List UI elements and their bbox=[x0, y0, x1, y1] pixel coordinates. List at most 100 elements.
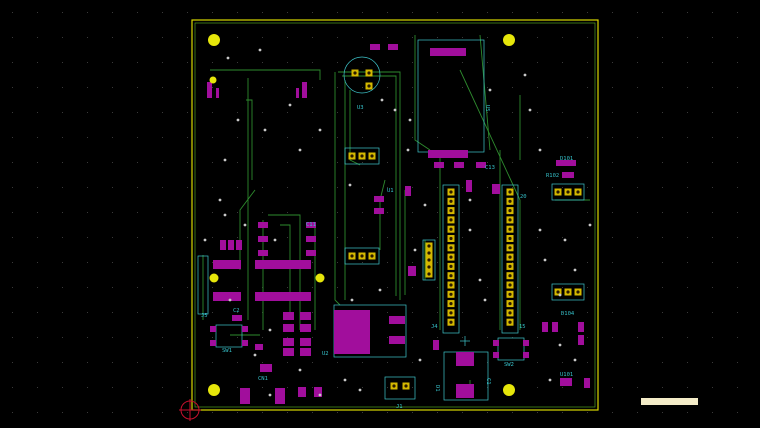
svg-text:U3: U3 bbox=[357, 105, 364, 111]
via bbox=[350, 298, 354, 302]
svg-text:C2: C2 bbox=[233, 308, 240, 314]
origin-marker-icon bbox=[179, 399, 201, 421]
svg-text:C1: C1 bbox=[485, 378, 491, 385]
tht-drill bbox=[404, 384, 408, 388]
tht-drill bbox=[508, 274, 512, 278]
tht-drill bbox=[360, 254, 364, 258]
via bbox=[543, 258, 547, 262]
via bbox=[380, 98, 384, 102]
via bbox=[318, 393, 322, 397]
via bbox=[288, 103, 292, 107]
tht-drill bbox=[566, 290, 570, 294]
tht-drill bbox=[350, 254, 354, 258]
via bbox=[573, 358, 577, 362]
via bbox=[573, 268, 577, 272]
tht-drill bbox=[576, 190, 580, 194]
via bbox=[243, 223, 247, 227]
svg-text:D101: D101 bbox=[560, 156, 573, 162]
via bbox=[558, 293, 562, 297]
tht-drill bbox=[370, 254, 374, 258]
vias bbox=[203, 48, 592, 397]
svg-text:U2: U2 bbox=[322, 351, 329, 357]
tht-drill bbox=[427, 251, 431, 255]
tht-drill bbox=[449, 246, 453, 250]
svg-text:D104: D104 bbox=[561, 311, 575, 317]
tht-drill bbox=[449, 320, 453, 324]
via bbox=[298, 368, 302, 372]
via bbox=[488, 88, 492, 92]
tht-drill bbox=[427, 272, 431, 276]
svg-text:15: 15 bbox=[519, 324, 526, 330]
via bbox=[343, 378, 347, 382]
via bbox=[418, 358, 422, 362]
tht-drill bbox=[449, 302, 453, 306]
svg-text:U5: U5 bbox=[484, 105, 490, 112]
via bbox=[413, 248, 417, 252]
tht-drill bbox=[427, 265, 431, 269]
via bbox=[253, 353, 257, 357]
tht-drill bbox=[508, 190, 512, 194]
svg-text:U1: U1 bbox=[387, 188, 394, 194]
via bbox=[223, 213, 227, 217]
tht-drill bbox=[367, 84, 371, 88]
via bbox=[228, 298, 232, 302]
tht-drill bbox=[449, 227, 453, 231]
tht-drill bbox=[508, 236, 512, 241]
svg-text:C11: C11 bbox=[306, 222, 316, 228]
tht-drill bbox=[449, 236, 453, 241]
tht-drill bbox=[449, 209, 453, 213]
board-outline-inner bbox=[194, 22, 596, 408]
scale-bar bbox=[641, 398, 698, 405]
board-outline bbox=[191, 19, 599, 411]
tht-drill bbox=[508, 311, 512, 315]
svg-text:SW1: SW1 bbox=[222, 348, 232, 354]
svg-text:U101: U101 bbox=[560, 372, 573, 378]
tht-drill bbox=[427, 244, 431, 248]
via bbox=[408, 118, 412, 122]
via bbox=[203, 238, 207, 242]
tht-drill bbox=[449, 255, 453, 259]
via bbox=[218, 198, 222, 202]
via bbox=[558, 343, 562, 347]
tht-drill bbox=[508, 283, 512, 287]
tht-drill bbox=[449, 274, 453, 278]
tht-drill bbox=[508, 302, 512, 306]
svg-text:R102: R102 bbox=[546, 173, 559, 179]
via bbox=[523, 73, 527, 77]
tht-drill bbox=[508, 218, 512, 222]
tht-drill bbox=[392, 384, 396, 388]
via bbox=[298, 148, 302, 152]
tht-drill bbox=[449, 283, 453, 287]
smd-pads bbox=[207, 44, 590, 404]
via bbox=[468, 228, 472, 232]
tht-drill bbox=[556, 190, 560, 194]
svg-text:20: 20 bbox=[520, 194, 527, 200]
tht-drill bbox=[508, 199, 512, 203]
tht-drill bbox=[566, 190, 570, 194]
via bbox=[478, 278, 482, 282]
via bbox=[468, 198, 472, 202]
tht-drill bbox=[353, 71, 357, 75]
tht-drill bbox=[508, 320, 512, 324]
via bbox=[273, 238, 277, 242]
via bbox=[263, 128, 267, 132]
tht-drill bbox=[508, 227, 512, 231]
tht-drill bbox=[556, 290, 560, 294]
via bbox=[528, 108, 532, 112]
mounting-holes bbox=[208, 34, 515, 396]
via bbox=[588, 223, 592, 227]
svg-text:J1: J1 bbox=[396, 404, 403, 410]
svg-text:CN1: CN1 bbox=[258, 376, 268, 382]
tht-drill bbox=[449, 264, 453, 268]
via bbox=[236, 118, 240, 122]
tht-drill bbox=[449, 311, 453, 315]
tht-drill bbox=[508, 209, 512, 213]
tht-drill bbox=[508, 255, 512, 259]
via bbox=[483, 298, 487, 302]
tht-drill bbox=[449, 292, 453, 296]
tht-drill bbox=[508, 246, 512, 250]
tht-drill bbox=[449, 218, 453, 222]
via bbox=[538, 148, 542, 152]
grid bbox=[12, 12, 738, 413]
